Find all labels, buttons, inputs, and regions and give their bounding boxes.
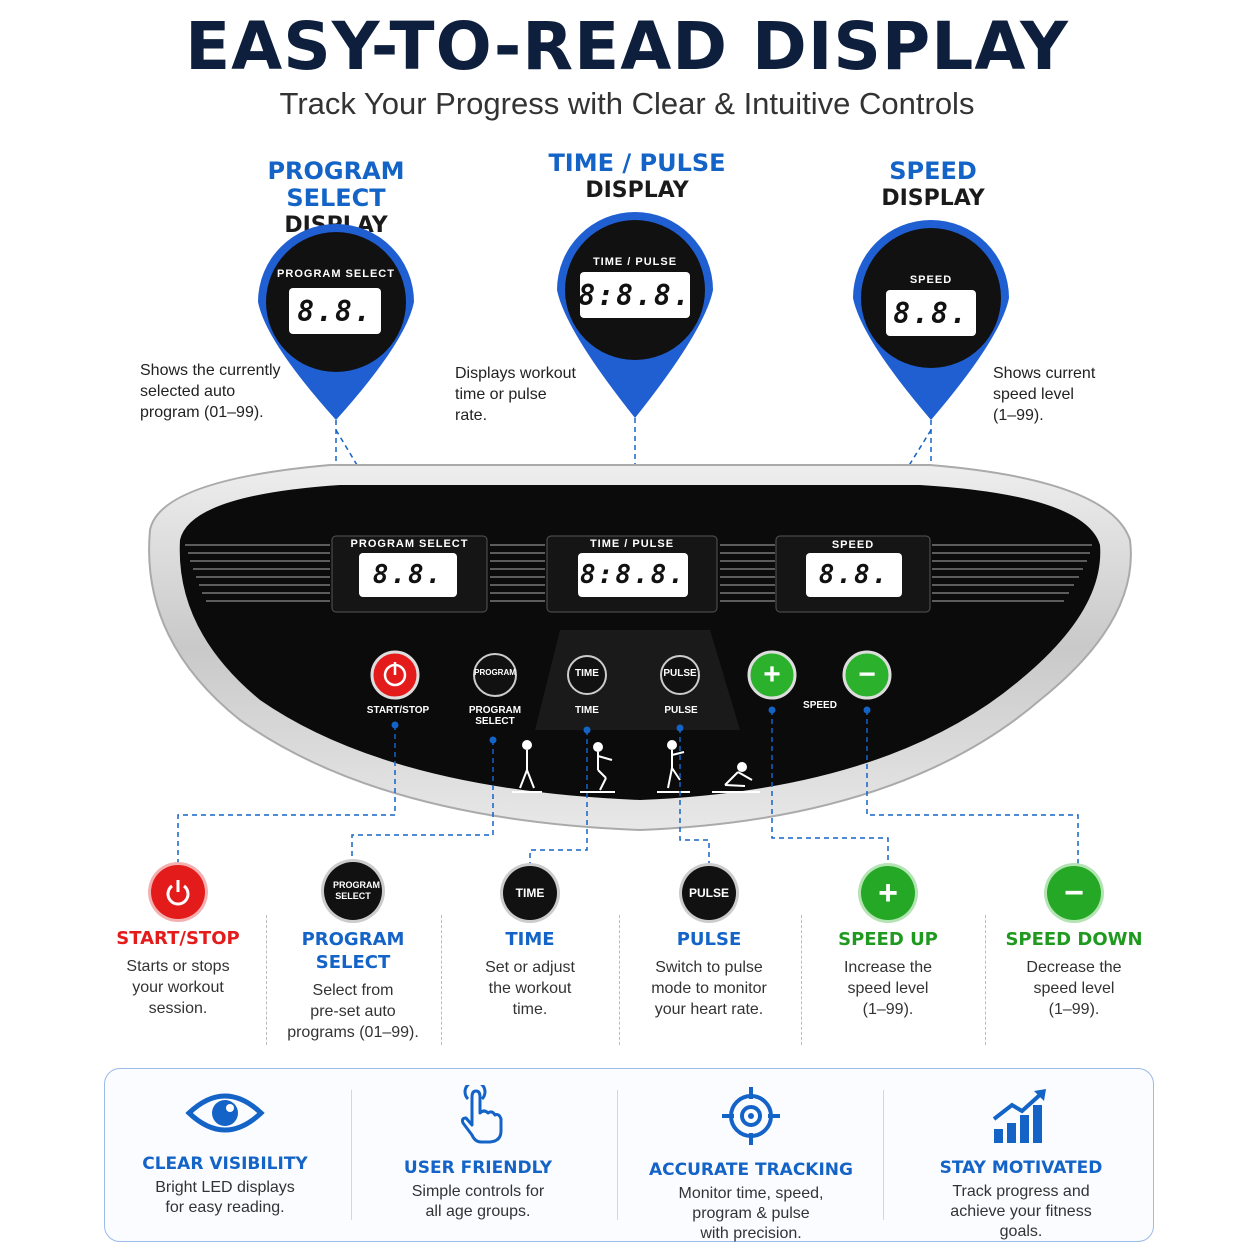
time-pulse-callout-title: TIME / PULSE DISPLAY bbox=[537, 150, 737, 204]
callout-title-dark: DISPLAY bbox=[585, 178, 689, 203]
control-program-select: PROGRAM SELECT PROGRAM SELECT Select fro… bbox=[268, 862, 438, 1043]
pulse-button[interactable]: PULSE bbox=[663, 668, 697, 679]
tap-hand-icon bbox=[460, 1080, 503, 1144]
start-stop-label: START/STOP bbox=[366, 705, 430, 716]
control-title: START/STOP bbox=[116, 928, 240, 949]
page-subtitle: Track Your Progress with Clear & Intuiti… bbox=[279, 86, 975, 121]
time-pulse-led: 8:8.8. bbox=[578, 553, 688, 597]
plus-icon: + bbox=[861, 866, 915, 920]
magnifier-led: 8:8.8. bbox=[578, 272, 690, 318]
features-panel bbox=[104, 1068, 1154, 1242]
callout-title-blue: PROGRAM SELECT bbox=[267, 157, 405, 212]
magnifier-label: SPEED bbox=[909, 274, 953, 286]
control-title: SPEED DOWN bbox=[1005, 929, 1143, 950]
power-icon bbox=[151, 865, 205, 919]
control-title: PULSE bbox=[676, 929, 742, 950]
console-display-label: TIME / PULSE bbox=[589, 538, 675, 550]
magnifier-label: TIME / PULSE bbox=[592, 256, 678, 268]
time-label: TIME bbox=[575, 705, 599, 716]
speed-label: SPEED bbox=[803, 700, 837, 711]
start-stop-button[interactable] bbox=[372, 652, 418, 698]
feature-title: STAY MOTIVATED bbox=[939, 1158, 1103, 1178]
control-title: PROGRAM SELECT bbox=[301, 929, 405, 973]
target-icon bbox=[722, 1087, 780, 1145]
magnifier-led: 8.8. bbox=[289, 288, 381, 334]
eye-icon bbox=[185, 1093, 265, 1133]
program-button[interactable]: PROGRAM bbox=[474, 668, 516, 677]
feature-title: ACCURATE TRACKING bbox=[649, 1160, 853, 1180]
page-title: EASY-TO-READ DISPLAY bbox=[185, 8, 1069, 85]
speed-callout-title: SPEED DISPLAY bbox=[833, 158, 1033, 212]
pulse-icon: PULSE bbox=[682, 866, 736, 920]
feature-accurate-tracking: ACCURATE TRACKING Monitor time, speed,pr… bbox=[636, 1085, 866, 1244]
pulse-label: PULSE bbox=[664, 705, 698, 716]
control-title: TIME bbox=[505, 929, 555, 950]
program-select-label: PROGRAM SELECT bbox=[468, 705, 522, 727]
feature-title: USER FRIENDLY bbox=[403, 1158, 553, 1178]
minus-icon: − bbox=[1047, 866, 1101, 920]
magnifier-led: 8.8. bbox=[886, 290, 976, 336]
time-icon: TIME bbox=[503, 866, 557, 920]
speed-down-button[interactable]: − bbox=[858, 658, 876, 691]
speed-up-button[interactable]: + bbox=[763, 658, 781, 691]
callout-title-blue: SPEED bbox=[889, 157, 977, 185]
feature-title: CLEAR VISIBILITY bbox=[142, 1154, 308, 1174]
callout-title-dark: DISPLAY bbox=[881, 186, 985, 211]
magnifier-label: PROGRAM SELECT bbox=[277, 268, 395, 280]
callout-title-blue: TIME / PULSE bbox=[548, 149, 726, 177]
speed-led: 8.8. bbox=[806, 553, 902, 597]
growth-chart-icon bbox=[992, 1089, 1046, 1143]
console-display-label: PROGRAM SELECT bbox=[350, 538, 469, 550]
program-select-led: 8.8. bbox=[359, 553, 457, 597]
control-title: SPEED UP bbox=[838, 929, 938, 950]
program-select-icon: PROGRAM SELECT bbox=[324, 862, 382, 920]
console-display-label: SPEED bbox=[831, 539, 875, 551]
time-button[interactable]: TIME bbox=[575, 668, 599, 679]
